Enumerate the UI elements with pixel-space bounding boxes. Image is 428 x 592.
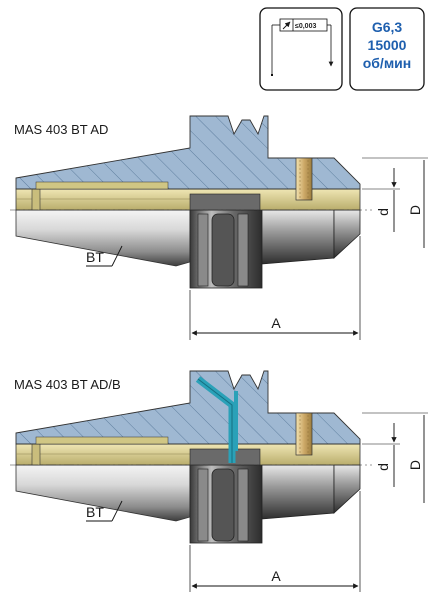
view-2-bore-label: d xyxy=(375,463,391,471)
balance-speed-unit: об/мин xyxy=(363,55,412,71)
view-1-taper-label: BT xyxy=(86,249,104,265)
view-1: MAS 403 BT AD BT A d D xyxy=(9,115,428,340)
runout-tolerance-value: ≤0,003 xyxy=(295,23,316,30)
balance-badge: G6,3 15000 об/мин xyxy=(349,7,425,91)
runout-tolerance-icon xyxy=(282,21,291,30)
view-2-outer-label: D xyxy=(407,460,423,470)
view-1-holder xyxy=(9,115,373,289)
view-2-length-label: A xyxy=(271,568,281,584)
balance-grade: G6,3 xyxy=(372,19,403,35)
view-1-bore-label: d xyxy=(375,208,391,216)
view-1-title: MAS 403 BT AD xyxy=(14,122,108,137)
view-2: MAS 403 BT AD/B BT A d D xyxy=(9,370,428,592)
view-1-outer-label: D xyxy=(407,205,423,215)
balance-speed: 15000 xyxy=(368,37,407,53)
view-2-title: MAS 403 BT AD/B xyxy=(14,377,121,392)
coolant-channel xyxy=(195,376,238,463)
runout-badge: ≤0,003 xyxy=(259,7,343,91)
view-2-holder xyxy=(9,370,373,544)
view-2-taper-label: BT xyxy=(86,504,104,520)
view-1-length-label: A xyxy=(271,315,281,331)
